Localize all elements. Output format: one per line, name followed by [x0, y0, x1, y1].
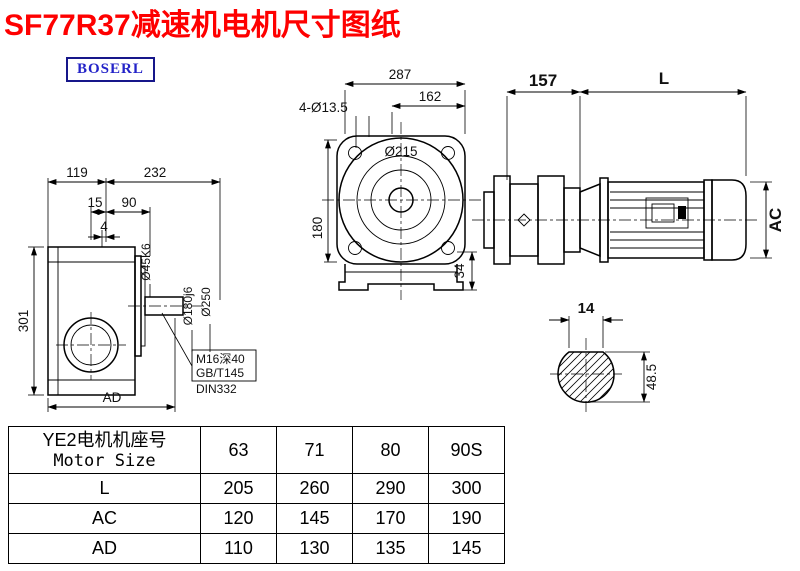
note-m16: M16深40 — [196, 352, 245, 366]
cell-L-71: 260 — [276, 473, 353, 504]
dim-157: 157 — [529, 71, 557, 90]
flange-circle — [338, 137, 464, 263]
cable-gland — [678, 206, 686, 219]
bolt-hole — [441, 146, 455, 160]
gearbox-body — [47, 246, 136, 396]
input-shaft-hole — [388, 187, 414, 213]
cell-L-90s: 300 — [428, 473, 505, 504]
cell-AD-71: 130 — [276, 533, 353, 564]
note-gb: GB/T145 — [196, 366, 244, 380]
dim-301: 301 — [16, 310, 31, 333]
motor-dimension-table: YE2电机机座号 Motor Size 63 71 80 90S L 205 2… — [8, 426, 505, 564]
col-header-90s: 90S — [428, 426, 505, 474]
cell-AC-80: 170 — [352, 503, 429, 534]
table-header-row: YE2电机机座号 Motor Size 63 71 80 90S — [8, 426, 505, 474]
cell-AD-80: 135 — [352, 533, 429, 564]
page-title: SF77R37减速机电机尺寸图纸 — [4, 9, 401, 42]
dim-L: L — [659, 69, 669, 88]
mounting-flange — [336, 135, 466, 265]
dim-4: 4 — [100, 219, 108, 234]
note-din: DIN332 — [196, 382, 237, 396]
cell-AC-90s: 190 — [428, 503, 505, 534]
dim-34: 34 — [452, 263, 467, 279]
dim-15: 15 — [87, 195, 102, 210]
gearbox-base — [338, 264, 464, 291]
fan-cover — [711, 179, 747, 261]
dim-180: 180 — [310, 217, 325, 240]
dim-232: 232 — [144, 165, 167, 180]
side-view: 119 232 15 90 4 301 Ø45K6 Ø180j6 Ø250 AD — [16, 165, 257, 412]
cell-AC-71: 145 — [276, 503, 353, 534]
terminal-box — [645, 197, 689, 229]
oil-plug — [517, 213, 531, 227]
bolt-hole — [348, 146, 362, 160]
table-row-AD: AD 110 130 135 145 — [8, 533, 505, 564]
col-header-71: 71 — [276, 426, 353, 474]
shaft-section-view: 14 48.5 — [549, 300, 659, 412]
cell-L-63: 205 — [200, 473, 277, 504]
dim-119: 119 — [66, 165, 88, 180]
note-box — [191, 349, 257, 382]
boserl-logo: BOSERL — [66, 57, 155, 82]
header-motor-size: YE2电机机座号 Motor Size — [8, 426, 201, 474]
row-label-AC: AC — [8, 503, 201, 534]
bolt-hole — [348, 241, 362, 255]
cell-AC-63: 120 — [200, 503, 277, 534]
header-motor-size-en: Motor Size — [53, 451, 156, 471]
table-row-L: L 205 260 290 300 — [8, 473, 505, 504]
dim-spigot-dia: Ø180j6 — [181, 286, 195, 325]
cell-AD-90s: 145 — [428, 533, 505, 564]
cell-AD-63: 110 — [200, 533, 277, 564]
dim-AC: AC — [766, 208, 785, 233]
dim-shaft-dia: Ø45K6 — [139, 243, 153, 281]
dim-48-5: 48.5 — [644, 364, 659, 390]
dim-215: Ø215 — [384, 144, 417, 159]
front-view: 287 162 4-Ø13.5 Ø215 180 34 — [299, 67, 482, 300]
col-header-63: 63 — [200, 426, 277, 474]
dim-287: 287 — [389, 67, 412, 82]
table-row-AC: AC 120 145 170 190 — [8, 503, 505, 534]
dim-14: 14 — [578, 300, 595, 317]
cell-L-80: 290 — [352, 473, 429, 504]
row-label-AD: AD — [8, 533, 201, 564]
dim-162: 162 — [419, 89, 442, 104]
dim-90: 90 — [121, 195, 136, 210]
header-motor-size-cn: YE2电机机座号 — [42, 430, 167, 450]
bolt-hole — [441, 241, 455, 255]
dim-bolt-holes: 4-Ø13.5 — [299, 100, 348, 115]
dim-flange-dia: Ø250 — [199, 287, 213, 317]
motor-view: 157 L AC — [472, 69, 785, 265]
col-header-80: 80 — [352, 426, 429, 474]
dim-AD: AD — [103, 390, 122, 405]
row-label-L: L — [8, 473, 201, 504]
